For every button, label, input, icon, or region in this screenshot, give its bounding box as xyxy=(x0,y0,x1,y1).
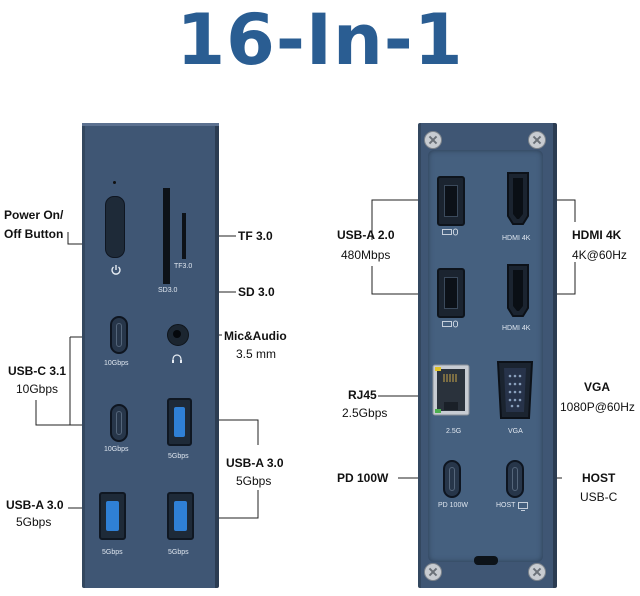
sd-card-slot[interactable] xyxy=(163,188,170,284)
hdmi-port-1-label: HDMI 4K xyxy=(502,235,531,242)
vga-label: VGA xyxy=(584,380,611,394)
power-label-line1: Power On/ xyxy=(4,208,64,222)
rj45-port-label: 2.5G xyxy=(446,428,462,435)
usbc-port-1-label: 10Gbps xyxy=(104,360,129,367)
vga-port-label: VGA xyxy=(508,428,523,435)
rj45-label: RJ45 xyxy=(348,388,377,402)
hdmi-port-2-label: HDMI 4K xyxy=(502,325,531,332)
pd-usbc-port[interactable] xyxy=(443,460,461,498)
sd-port-label: SD3.0 xyxy=(158,287,178,294)
hdmi-port-2[interactable] xyxy=(506,264,530,318)
screw-top-right xyxy=(528,131,546,149)
usba3-port-bottom-left[interactable] xyxy=(99,492,126,540)
screw-bottom-right xyxy=(528,563,546,581)
line-usba2 xyxy=(371,199,432,240)
usba3-port-bottom-right-label: 5Gbps xyxy=(168,549,189,556)
power-label-line2: Off Button xyxy=(4,227,64,241)
tf-port-label: TF3.0 xyxy=(174,263,193,270)
usba-left-sub: 5Gbps xyxy=(16,515,52,529)
host-sub: USB-C xyxy=(580,490,618,504)
usba2-label: USB-A 2.0 xyxy=(337,228,395,242)
usbc-label: USB-C 3.1 xyxy=(8,364,67,378)
mic-audio-label: Mic&Audio xyxy=(224,329,287,343)
indicator-led xyxy=(113,181,116,184)
usba3-port-bottom-right[interactable] xyxy=(167,492,194,540)
keyboard-mouse-icon xyxy=(442,228,458,236)
pd-port-label: PD 100W xyxy=(438,502,468,509)
pd-label: PD 100W xyxy=(337,471,389,485)
usbc-sub: 10Gbps xyxy=(16,382,59,396)
tf-label: TF 3.0 xyxy=(238,229,273,243)
headset-icon xyxy=(172,354,182,363)
host-port-label: HOST xyxy=(496,502,516,509)
line-usba2-b xyxy=(371,266,432,295)
vga-sub: 1080P@60Hz xyxy=(560,400,635,414)
tf-card-slot[interactable] xyxy=(182,213,186,259)
mic-audio-sub: 3.5 mm xyxy=(236,347,277,361)
hdmi-sub: 4K@60Hz xyxy=(572,248,627,262)
usba-left-label: USB-A 3.0 xyxy=(6,498,64,512)
usba3-port-top-label: 5Gbps xyxy=(168,453,189,460)
vga-port[interactable] xyxy=(495,360,535,420)
page-title: 16-In-1 xyxy=(176,0,464,81)
screw-top-left xyxy=(424,131,442,149)
kensington-slot[interactable] xyxy=(474,556,498,565)
host-label: HOST xyxy=(582,471,616,485)
usba3-port-top[interactable] xyxy=(167,398,192,446)
monitor-icon xyxy=(518,502,528,511)
host-usbc-port[interactable] xyxy=(506,460,524,498)
hdmi-label: HDMI 4K xyxy=(572,228,622,242)
screw-bottom-left xyxy=(424,563,442,581)
power-button[interactable] xyxy=(105,196,125,258)
front-device-top-edge xyxy=(82,123,219,126)
sd-label: SD 3.0 xyxy=(238,285,275,299)
audio-jack-hole xyxy=(173,330,181,338)
usbc-port-2[interactable] xyxy=(110,404,128,442)
usba2-port-1[interactable] xyxy=(437,176,465,226)
keyboard-mouse-icon-2 xyxy=(442,320,458,328)
usba-right-sub: 5Gbps xyxy=(236,474,272,488)
rj45-sub: 2.5Gbps xyxy=(342,406,388,420)
usba2-sub: 480Mbps xyxy=(341,248,391,262)
power-icon xyxy=(111,265,121,275)
usba3-port-bottom-left-label: 5Gbps xyxy=(102,549,123,556)
rj45-port[interactable] xyxy=(432,364,470,416)
usbc-port-2-label: 10Gbps xyxy=(104,446,129,453)
hdmi-port-1[interactable] xyxy=(506,172,530,226)
usbc-port-1[interactable] xyxy=(110,316,128,354)
usba-right-label: USB-A 3.0 xyxy=(226,456,284,470)
usba2-port-2[interactable] xyxy=(437,268,465,318)
